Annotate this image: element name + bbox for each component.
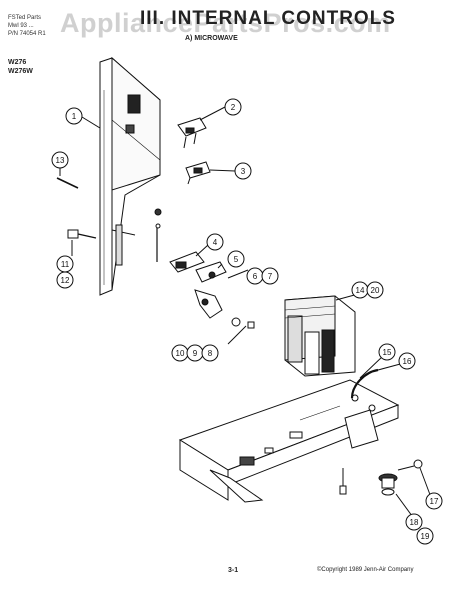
watermark: AppliancePartsPros.com: [60, 8, 391, 38]
callout-label: 12: [61, 276, 70, 285]
callout-1: 1: [65, 107, 83, 125]
callout-label: 6: [253, 272, 258, 281]
callout-4: 4: [206, 233, 224, 251]
callout-3: 3: [234, 162, 252, 180]
callout-label: 5: [234, 255, 239, 264]
callout-7: 7: [261, 267, 279, 285]
callout-label: 1: [72, 112, 77, 121]
page-title: III. INTERNAL CONTROLS: [140, 8, 396, 29]
callout-18: 18: [405, 513, 423, 531]
callout-label: 3: [241, 167, 246, 176]
switch-2: [177, 117, 207, 149]
callout-label: 16: [403, 357, 412, 366]
callout-label: 2: [231, 103, 236, 112]
control-bracket: [99, 56, 162, 296]
callout-15: 15: [378, 343, 396, 361]
doc-line-3: P/N 74054 R1: [8, 31, 46, 37]
callout-11: 11: [56, 255, 74, 273]
switch-4: [169, 251, 205, 273]
callout-label: 14: [356, 286, 365, 295]
switch-3: [185, 161, 211, 185]
callout-label: 17: [430, 497, 439, 506]
callout-16: 16: [398, 352, 416, 370]
callout-13: 13: [51, 151, 69, 169]
copyright-notice: ©Copyright 1989 Jenn-Air Company: [317, 567, 414, 573]
callout-label: 7: [268, 272, 273, 281]
callout-label: 8: [208, 349, 213, 358]
callout-label: 10: [176, 349, 185, 358]
page-subtitle: A) MICROWAVE: [185, 35, 238, 42]
base-plate: [178, 379, 400, 503]
callout-6: 6: [246, 267, 264, 285]
callout-17: 17: [425, 492, 443, 510]
callout-19: 19: [416, 527, 434, 545]
callout-14: 14: [351, 281, 369, 299]
callout-8: 8: [201, 344, 219, 362]
callout-label: 9: [193, 349, 198, 358]
model-list: W276 W276W: [8, 58, 33, 76]
callout-12: 12: [56, 271, 74, 289]
document-info: FSTed Parts Mwl 93 ... P/N 74054 R1: [8, 14, 46, 38]
wire-16: [350, 368, 379, 399]
model-2: W276W: [8, 68, 33, 75]
actuator: [194, 289, 255, 329]
doc-line-2: Mwl 93 ...: [8, 23, 34, 29]
callout-label: 11: [61, 260, 70, 269]
callout-9: 9: [186, 344, 204, 362]
model-1: W276: [8, 59, 27, 66]
doc-line-1: FSTed Parts: [8, 15, 42, 21]
callout-label: 19: [421, 532, 430, 541]
callout-label: 18: [410, 518, 419, 527]
callout-20: 20: [366, 281, 384, 299]
callout-5: 5: [227, 250, 245, 268]
callout-label: 20: [371, 286, 380, 295]
screw-17: [397, 459, 423, 471]
callout-2: 2: [224, 98, 242, 116]
callout-label: 4: [213, 238, 218, 247]
screw-11: [67, 229, 97, 239]
transformer: [284, 295, 356, 377]
rod-13: [56, 177, 79, 189]
screw-bottom: [339, 468, 347, 495]
page-number: 3-1: [228, 567, 239, 574]
callout-label: 15: [383, 348, 392, 357]
foot-18: [378, 473, 398, 496]
callout-label: 13: [56, 156, 65, 165]
callout-10: 10: [171, 344, 189, 362]
